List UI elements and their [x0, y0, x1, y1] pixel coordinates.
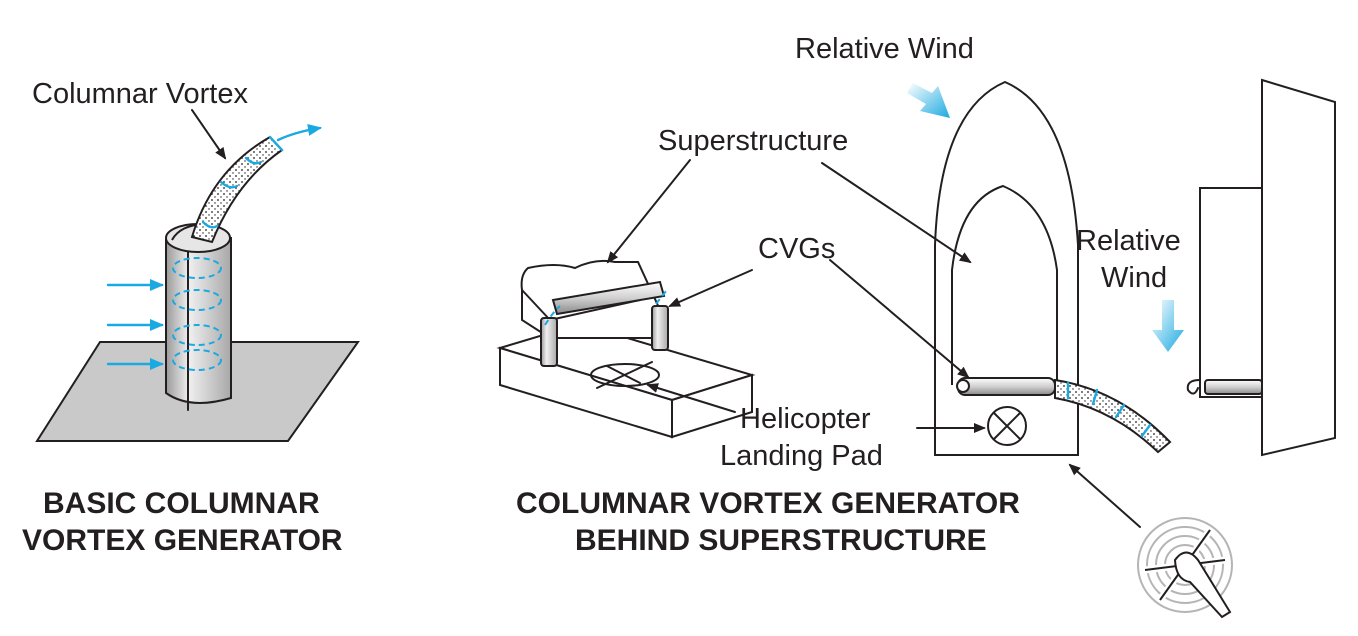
cvgs-label: CVGs	[758, 233, 835, 265]
vortex-tube	[190, 135, 284, 244]
superstructure-label: Superstructure	[658, 125, 848, 157]
caption-middle-line2: BEHIND SUPERSTRUCTURE	[575, 524, 987, 557]
caption-left-line2: VORTEX GENERATOR	[22, 524, 343, 557]
relative-wind-arrow-top	[907, 83, 950, 118]
caption-left-line1: BASIC COLUMNAR	[43, 487, 320, 520]
ship-front-illustration	[821, 80, 1233, 619]
landing-pad-cross-icon	[987, 406, 1027, 446]
relative-wind-arrow-side	[1152, 300, 1184, 352]
helicopter-rotor-icon	[1137, 517, 1233, 619]
cylinder-body	[165, 236, 232, 404]
caption-middle-line1: COLUMNAR VORTEX GENERATOR	[516, 487, 1020, 520]
relative-wind-side-label-line1: Relative	[1076, 225, 1181, 257]
columnar-vortex-label: Columnar Vortex	[32, 78, 248, 110]
helicopter-label-line2: Landing Pad	[720, 440, 883, 472]
relative-wind-top-label: Relative Wind	[795, 33, 974, 65]
side-wall-illustration	[1152, 78, 1336, 457]
helicopter-label-line1: Helicopter	[740, 403, 871, 435]
basic-cvg-illustration	[35, 109, 360, 442]
vortex-trail	[1054, 378, 1172, 454]
relative-wind-side-label-line2: Wind	[1101, 262, 1167, 294]
ship-deck-illustration	[496, 159, 756, 439]
